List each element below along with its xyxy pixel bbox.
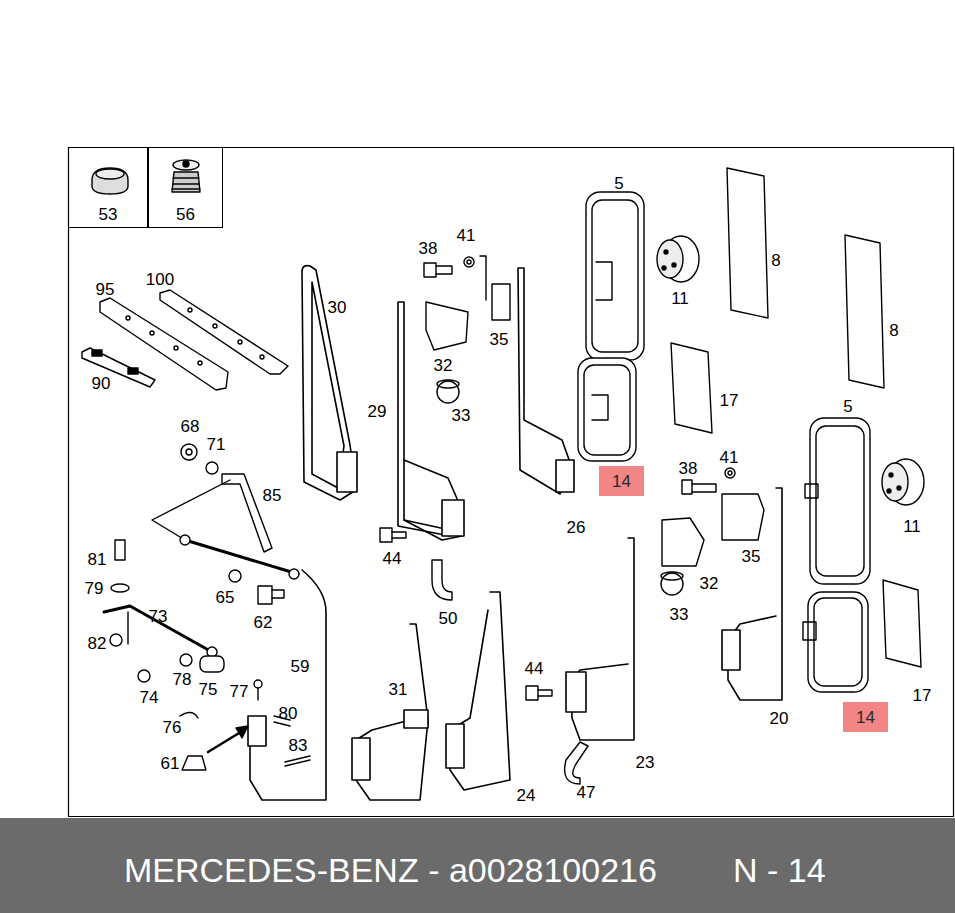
callout-number: 26: [567, 519, 586, 536]
inset-box: 56: [148, 147, 223, 228]
fasteners: [104, 256, 764, 784]
callout-number: 100: [146, 271, 174, 288]
mirror-glass: [671, 343, 712, 433]
callout-number: 35: [742, 548, 761, 565]
callout-number: 33: [670, 606, 689, 623]
callout-number: 83: [289, 737, 308, 754]
callout-number: 79: [85, 580, 104, 597]
callout-number: 73: [149, 608, 168, 625]
mirror-glass: [883, 580, 921, 667]
callout-number: 47: [577, 784, 596, 801]
callout-number: 90: [92, 375, 111, 392]
callout-number: 38: [419, 240, 438, 257]
callout-number: 5: [843, 398, 852, 415]
callout-number: 35: [490, 331, 509, 348]
callout-number: 65: [216, 589, 235, 606]
callout-number: 17: [913, 687, 932, 704]
callout-number: 50: [439, 610, 458, 627]
callout-number: 29: [368, 403, 387, 420]
callout-number: 23: [636, 754, 655, 771]
callout-number: 24: [517, 787, 536, 804]
callout-number: 8: [889, 322, 898, 339]
callout-number: 14: [612, 473, 631, 490]
callout-number: 38: [679, 460, 698, 477]
callout-number: 71: [207, 436, 226, 453]
callout-number: 41: [457, 227, 476, 244]
callout-number: 95: [96, 281, 115, 298]
callout-number: 80: [279, 705, 298, 722]
callout-number: 53: [69, 206, 147, 223]
callout-number: 30: [328, 299, 347, 316]
mirror-housing: [578, 192, 644, 461]
highlight-box: 14: [599, 466, 644, 496]
callout-number: 14: [856, 709, 875, 726]
callout-number: 32: [434, 357, 453, 374]
trim-strips: [82, 290, 288, 390]
callout-number: 5: [614, 175, 623, 192]
callout-number: 81: [88, 551, 107, 568]
grommet-icon: [172, 160, 200, 192]
diagram-frame: [69, 148, 954, 817]
callout-number: 68: [181, 418, 200, 435]
mirror-motor: [657, 236, 699, 282]
callout-number: 76: [163, 719, 182, 736]
cap-icon: [92, 168, 128, 194]
callout-number: 32: [700, 575, 719, 592]
callout-number: 56: [149, 206, 222, 223]
highlight-box: 14: [843, 702, 888, 732]
footer-text: N - 14: [733, 853, 826, 887]
mirror-arms: [248, 266, 782, 800]
mirror-housing: [803, 418, 870, 692]
callout-number: 74: [140, 689, 159, 706]
callout-number: 62: [254, 614, 273, 631]
footer-text: MERCEDES-BENZ - a0028100216: [124, 853, 657, 887]
callout-number: 61: [161, 755, 180, 772]
footer-band: MERCEDES-BENZ - a0028100216 N - 14: [0, 818, 955, 913]
callout-number: 33: [452, 407, 471, 424]
callout-number: 78: [173, 671, 192, 688]
callout-number: 20: [770, 710, 789, 727]
callout-number: 17: [720, 392, 739, 409]
callout-number: 41: [720, 449, 739, 466]
callout-number: 11: [671, 290, 689, 307]
inset-box: 53: [68, 147, 148, 228]
callout-number: 44: [383, 550, 402, 567]
callout-number: 44: [525, 660, 544, 677]
callout-number: 82: [88, 635, 107, 652]
callout-number: 11: [903, 518, 921, 535]
mirror-motor: [882, 459, 924, 505]
mirror-glass: [845, 235, 884, 388]
mirror-glass: [727, 168, 768, 318]
callout-number: 85: [263, 487, 282, 504]
callout-number: 77: [230, 683, 249, 700]
callout-number: 75: [199, 681, 218, 698]
callout-number: 59: [291, 658, 310, 675]
arrow-head: [236, 726, 248, 738]
callout-number: 31: [389, 681, 408, 698]
callout-number: 8: [771, 252, 780, 269]
